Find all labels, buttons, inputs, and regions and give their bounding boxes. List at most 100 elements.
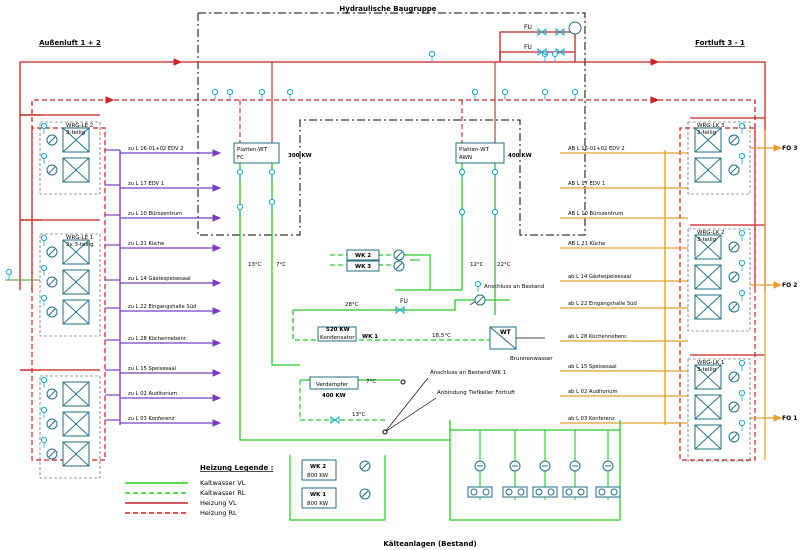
supply-arrow-icon (212, 149, 222, 157)
wrg-lk-3-coil-cross-b (694, 127, 722, 153)
condenser-tag: WK 1 (362, 334, 378, 340)
plate-name: AWN (459, 155, 472, 161)
condenser-power: 520 KW (326, 327, 350, 333)
evaporator-power: 400 KW (322, 393, 346, 399)
wrg-le-0-coil-cross-b (62, 381, 90, 407)
leader-line (384, 397, 437, 433)
flow-arrow-icon (173, 58, 183, 66)
sensor-icon (268, 198, 276, 206)
wrg-le-2-label: 3-teilig (66, 130, 85, 136)
wrg-lk-2-sensor-icon (738, 259, 746, 267)
exhaust-label: AB L 16-01+02 EDV 2 (568, 146, 625, 152)
wrg-lk-1-coil-cross-b (694, 364, 722, 390)
wrg-le-1-sensor-icon (40, 234, 48, 242)
wrg-lk-1-label: 3-teilig (697, 367, 716, 373)
wrg-le-1-housing (39, 233, 101, 337)
fortluft-arrow-icon (773, 281, 783, 289)
wrg-lk-2-coil-cross-b (694, 294, 722, 320)
exhaust-label: ab L 14 Gästespeisesaal (568, 274, 631, 280)
supply-arrow-icon (212, 369, 222, 377)
sensor-icon (471, 88, 479, 96)
wt-diagonal (489, 326, 517, 350)
wrg-lk-2-sensor-icon (738, 229, 746, 237)
cooling-fc-supply (239, 163, 450, 441)
wrg-le-1-label: 2x 3-teilig (66, 242, 94, 248)
wrg-lk-1-sensor-icon (738, 419, 746, 427)
wrg-le-0-pump-icon-mark (48, 450, 56, 458)
wrg-le-0-pump-icon-mark (48, 390, 56, 398)
wrg-lk-1-coil-cross-b (694, 394, 722, 420)
supply-label: zu L 22 Eingangshalle Süd (128, 304, 196, 310)
chiller-coil-icon (535, 488, 543, 496)
wk-bundle (395, 254, 431, 290)
wrg-lk-2-pump-icon-mark (730, 243, 738, 251)
heating-return-main (31, 99, 756, 290)
chiller-coil-icon (482, 488, 490, 496)
fu-label: FU (524, 24, 532, 31)
chiller-unit-box (532, 486, 558, 498)
wrg-lk-1-sensor-icon (738, 389, 746, 397)
chiller-unit-box (595, 486, 621, 498)
plate-name: FC (237, 155, 244, 161)
supply-arrow-icon (212, 339, 222, 347)
chiller-unit-box (562, 486, 588, 498)
sensor-icon (551, 50, 559, 58)
heating-supply-main (19, 61, 766, 290)
fu-label: FU (400, 298, 408, 305)
wrg-le-2-coil-cross-b (62, 157, 90, 183)
evaporator-box (309, 376, 359, 390)
footer-title: Kälteanlagen (Bestand) (383, 540, 476, 548)
chiller-coil-icon (598, 488, 606, 496)
wrg-le-2-sensor-icon (40, 152, 48, 160)
valve-icon (555, 28, 565, 36)
exhaust-label: ab L 15 Speisesaal (568, 364, 617, 370)
connection-label: Anbindung Tiefkeller Fortluft (437, 390, 516, 396)
chiller-unit-box (467, 486, 493, 498)
sensor-icon (571, 88, 579, 96)
fortluft-arrow-icon (773, 144, 783, 152)
sensor-icon (268, 168, 276, 176)
temperature-label: 28°C (345, 302, 359, 308)
supply-label: zu L 21 Küche (128, 241, 164, 247)
temperature-label: 13°C (352, 412, 366, 418)
pump-icon-mark (361, 462, 369, 470)
temperature-label: 7°C (276, 262, 286, 268)
wrg-le-2-sensor-icon (40, 122, 48, 130)
plate-heat-exchanger (455, 142, 505, 164)
legend-label-kaltwasser-rl: Kaltwasser RL (200, 489, 246, 497)
wrg-lk-2-coil-cross-b (694, 234, 722, 260)
wrg-le-2-pump-icon-mark (48, 166, 56, 174)
sensor-icon (458, 168, 466, 176)
supply-label: zu L 16-01+02 EDV 2 (128, 146, 184, 152)
pump-icon-mark (395, 251, 403, 259)
exhaust-label: ab L 03 Konferenz (568, 416, 615, 422)
wrg-le-0-coil-cross-b (62, 441, 90, 467)
wrg-le-1-coil-cross-b (62, 299, 90, 325)
exhaust-label: AB L 10 Bürozentrum (568, 211, 623, 217)
chiller-coil-icon (547, 488, 555, 496)
flow-arrow-icon (105, 96, 115, 104)
evaporator-name: Verdampfer (316, 382, 349, 388)
wk-bottom-power: 800 KW (307, 473, 329, 479)
supply-arrow-icon (212, 307, 222, 315)
supply-arrow-icon (212, 419, 222, 427)
wrg-lk-3-housing (687, 121, 751, 195)
right-header: Fortluft 3 - 1 (695, 39, 745, 47)
pressure-gauge-icon (568, 21, 582, 35)
wrg-le-2-coil-cross-b (62, 127, 90, 153)
wrg-le-0-sensor-icon (40, 406, 48, 414)
wrg-lk-2-coil-cross-b (694, 264, 722, 290)
supply-label: zu L 15 Speisesaal (128, 366, 176, 372)
legend: Kaltwasser VL Kaltwasser RL Heizung VL H… (125, 479, 246, 517)
wrg-lk-3-label: 2-teilig (697, 130, 716, 136)
wk-unit-box (346, 249, 380, 261)
supply-label: zu L 02 Auditorium (128, 391, 177, 397)
condenser-box (317, 326, 357, 342)
temperature-label: 12°C (470, 262, 484, 268)
page-title: Hydraulische Baugruppe (339, 5, 436, 13)
fo-label: FO 1 (782, 415, 797, 422)
wrg-lk-1-housing (687, 358, 751, 462)
wrg-lk-2-label: WRG-LK 2 (697, 230, 724, 236)
